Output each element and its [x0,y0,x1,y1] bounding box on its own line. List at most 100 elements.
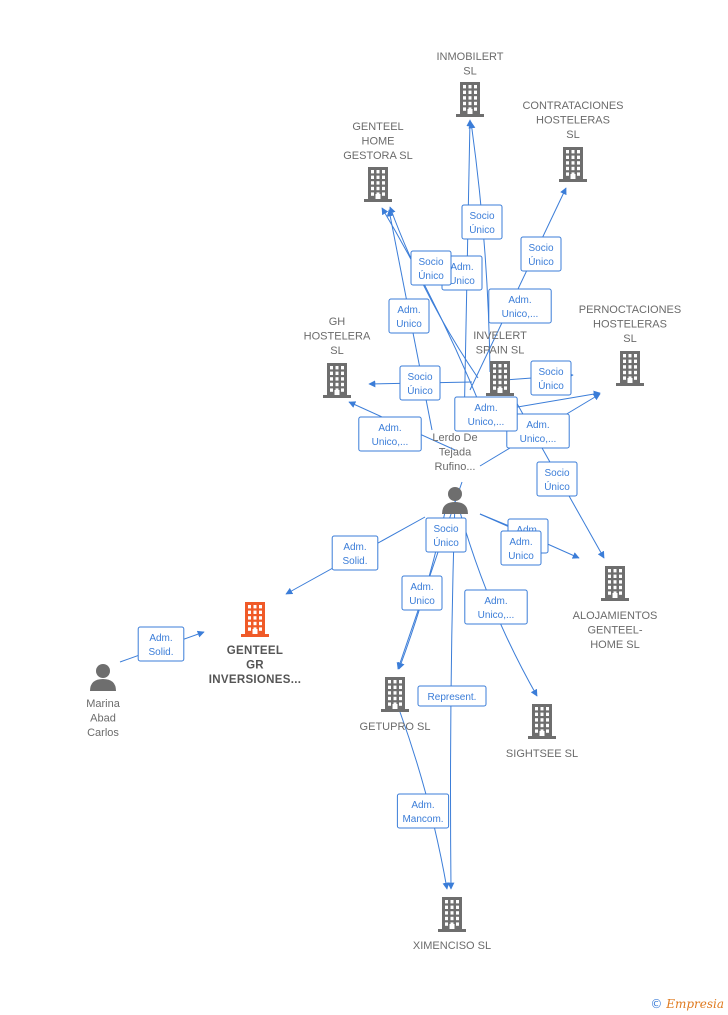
building-icon [616,351,644,386]
node-sightsee[interactable]: SIGHTSEE SL [506,704,578,760]
building-icon [601,566,629,601]
edge-label-text: Solid. [342,556,367,567]
footer-brand[interactable]: © Empresia [650,997,724,1011]
edge-label-17[interactable]: Adm.Unico,... [464,589,528,625]
edge-label-text: Unico,... [372,437,409,448]
node-label: Lerdo De [432,432,477,444]
edge-label-text: Adm. [450,262,473,273]
brand-name: Empresia [666,997,724,1011]
edge-label-text: Único [538,379,564,392]
node-label: HOSTELERA [304,331,371,343]
edge-label-text: Unico [396,319,422,330]
edge-label-box [137,626,185,662]
building-icon [381,677,409,712]
building-icon [364,167,392,202]
node-label: Rufino... [435,461,476,473]
edge-label-box [530,360,572,396]
edge-label-text: Socio [433,524,458,535]
edge-label-18[interactable]: Represent. [417,685,487,707]
edge-label-box [464,589,528,625]
node-label: INVERSIONES... [209,674,301,686]
node-label: SPAIN SL [476,345,525,357]
edge-label-box [520,236,562,272]
node-label: INMOBILERT [436,51,503,63]
node-getupro[interactable]: GETUPRO SL [360,677,431,733]
node-label: SL [566,129,579,141]
edge-label-13[interactable]: Adm.Unico [500,530,542,566]
edge-label-10[interactable]: Adm. Unico,... [454,396,518,432]
edge-label-text: Adm. [343,542,366,553]
node-lerdo[interactable]: Lerdo De TejadaRufino... [432,432,478,514]
edge-label-text: Socio [528,243,553,254]
edge-label-text: Unico [508,551,534,562]
edge-line-3 [388,206,479,379]
edge-label-text: Adm. [474,403,497,414]
building-icon [528,704,556,739]
edge-label-text: Unico,... [468,417,505,428]
edge-label-text: Socio [407,372,432,383]
edge-label-5[interactable]: Adm.Unico [388,298,430,334]
node-label: GH [329,316,346,328]
copyright-symbol: © [650,997,663,1011]
node-label: GETUPRO SL [360,721,431,733]
edge-label-box [358,416,422,452]
node-label: HOSTELERAS [536,115,610,127]
node-gh-hostelera[interactable]: GH HOSTELERA SL [304,316,371,398]
person-icon [442,487,468,514]
edge-label-19[interactable]: Adm. Mancom. [396,793,450,829]
person-icon [90,664,116,691]
node-label: GR [246,660,264,672]
edge-label-text: Unico,... [478,610,515,621]
node-ximenciso[interactable]: XIMENCISO SL [413,897,491,952]
edge-label-box [461,204,503,240]
edge-label-text: Unico,... [520,434,557,445]
edge-label-box [399,365,441,401]
edge-label-box [410,250,452,286]
edge-label-box [500,530,542,566]
node-label: GENTEEL- [587,625,642,637]
edge-label-text: Único [528,255,554,268]
edge-label-text: Represent. [428,692,477,703]
edge-label-text: Único [418,269,444,282]
edge-label-text: Socio [469,211,494,222]
edge-line-1 [468,121,491,373]
edge-label-box [454,396,518,432]
edge-label-16[interactable]: Adm.Unico [401,575,443,611]
edge-label-7[interactable]: Adm.Unico,... [358,416,422,452]
building-icon [438,897,466,932]
node-label: Tejada [439,447,472,459]
edge-label-text: Único [544,480,570,493]
edge-label-20[interactable]: Adm.Solid. [137,626,185,662]
edge-label-text: Adm. [411,800,434,811]
edge-label-text: Socio [538,367,563,378]
node-label: PERNOCTACIONES [579,304,681,316]
edge-label-box [401,575,443,611]
node-label: HOSTELERAS [593,319,667,331]
node-label: GENTEEL [227,645,283,657]
edge-label-14[interactable]: Adm. Solid. [331,535,379,571]
edge-label-text: Socio [418,257,443,268]
node-label: SL [330,345,343,357]
edge-label-box [417,685,487,707]
edge-label-text: Mancom. [402,814,443,825]
edge-label-text: Unico,... [502,309,539,320]
edge-label-1[interactable]: Adm.Unico [441,255,483,291]
node-label: Marina [86,698,121,710]
edge-label-3[interactable]: Adm.Unico,... [488,288,552,324]
node-genteel-gr[interactable]: GENTEEL GR INVERSIONES... [209,602,301,686]
